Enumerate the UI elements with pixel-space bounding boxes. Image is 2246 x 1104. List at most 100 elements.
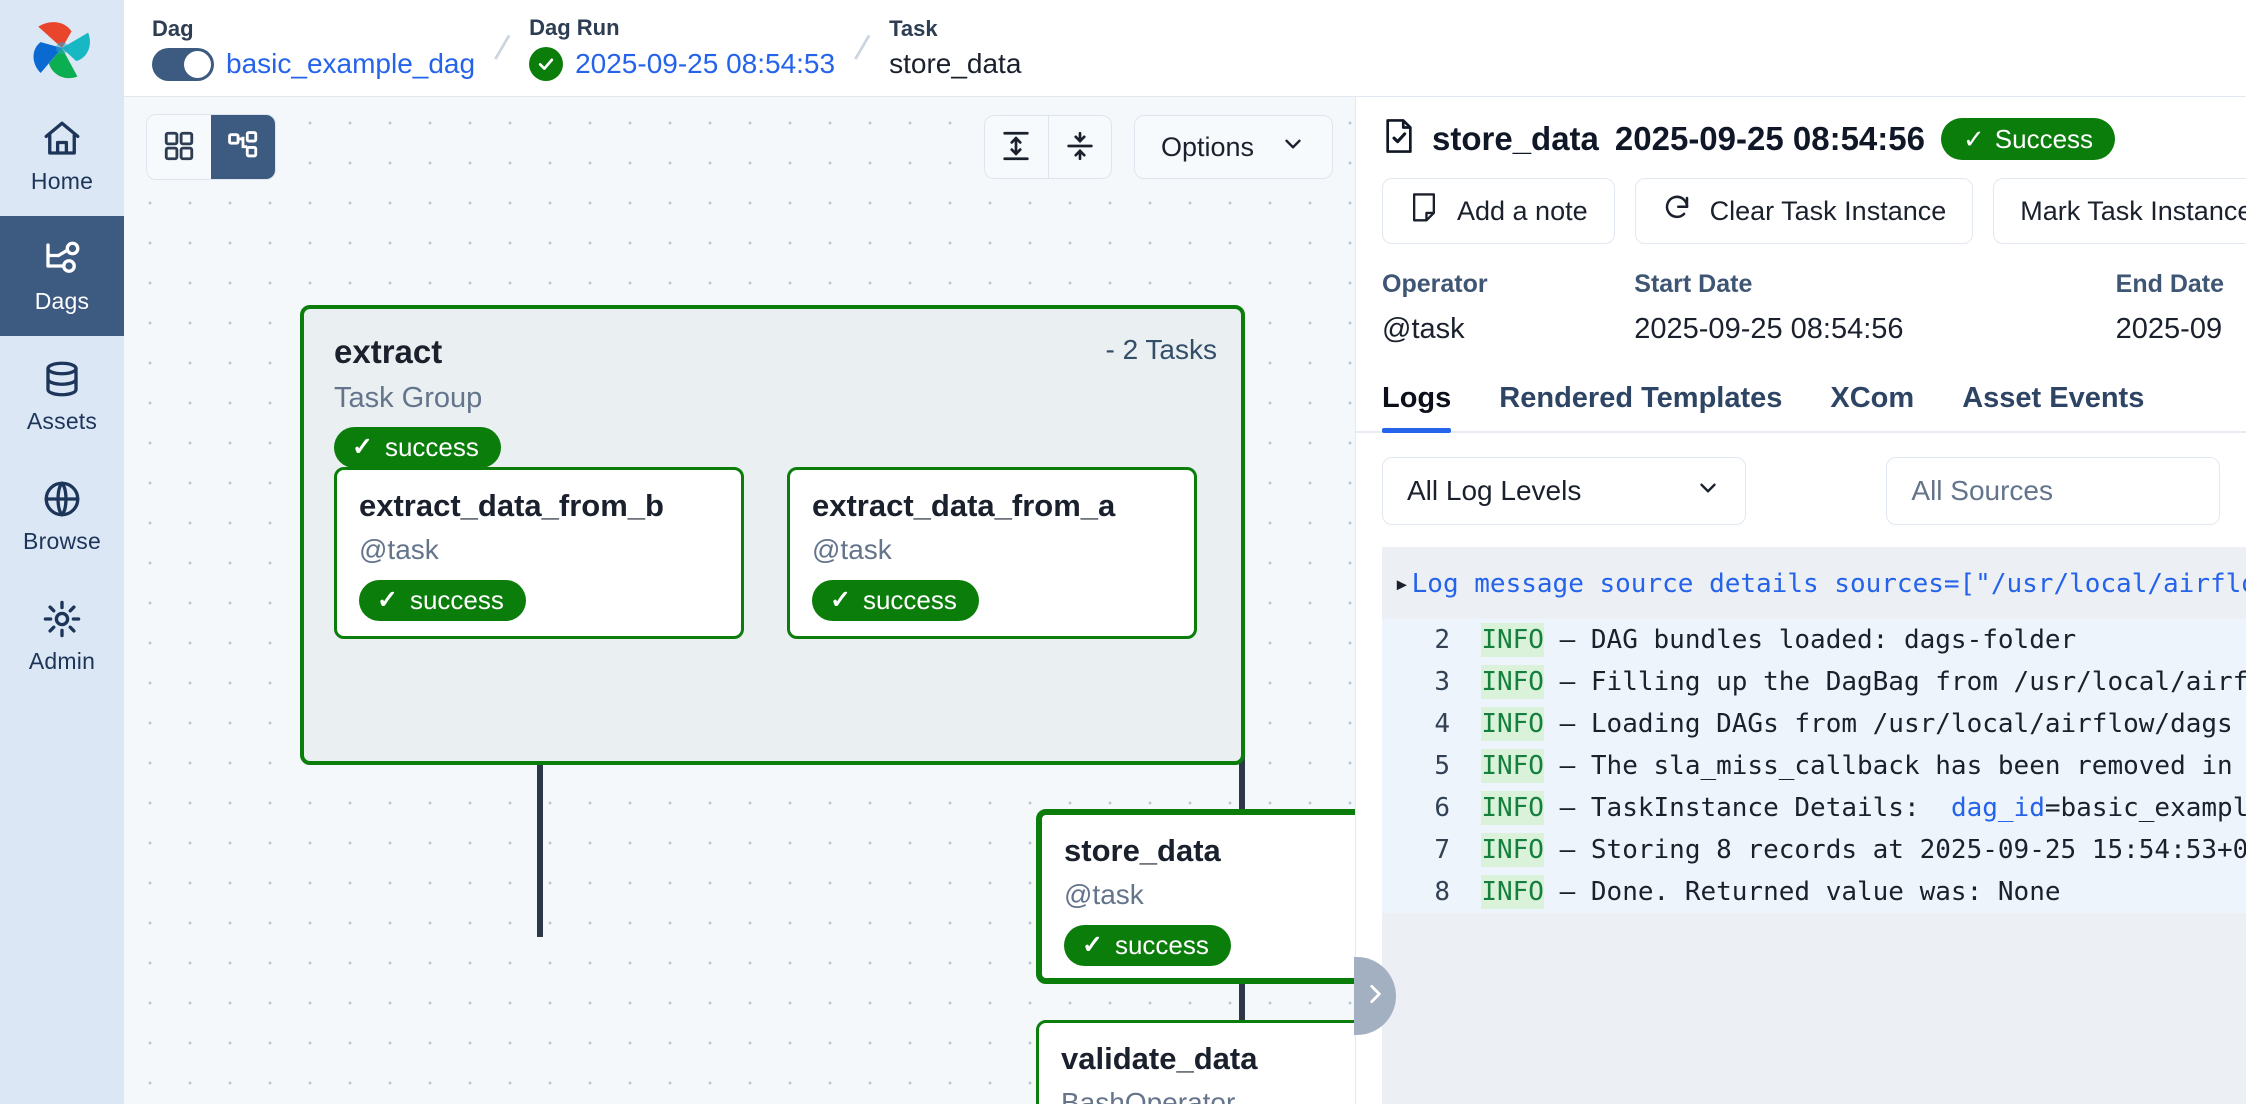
- log-level-tag: INFO: [1481, 791, 1544, 825]
- gear-icon: [41, 598, 83, 640]
- node-title: validate_data: [1061, 1041, 1258, 1076]
- log-level-tag: INFO: [1481, 833, 1544, 867]
- home-icon: [41, 118, 83, 160]
- node-operator: @task: [359, 534, 439, 565]
- expand-spacing-button[interactable]: [983, 115, 1048, 179]
- options-button[interactable]: Options: [1133, 115, 1333, 179]
- log-row: 6 INFO – TaskInstance Details: dag_id=ba…: [1382, 787, 2246, 829]
- log-message: – Done. Returned value was: None: [1543, 877, 2061, 907]
- dag-pause-toggle[interactable]: [152, 47, 214, 81]
- check-icon: ✓: [377, 585, 398, 614]
- sidebar-item-label: Assets: [26, 407, 98, 434]
- log-message-2: =basic_example_dag: [2044, 793, 2246, 823]
- expand-caret-icon[interactable]: ▸: [1394, 569, 1410, 599]
- node-operator: BashOperator: [1061, 1087, 1236, 1104]
- log-source-select[interactable]: All Sources: [1886, 457, 2220, 525]
- breadcrumb-task-label: Task: [889, 16, 938, 41]
- task-doc-icon: [1382, 117, 1416, 160]
- check-icon: ✓: [1962, 123, 1985, 154]
- log-level-tag: INFO: [1481, 665, 1544, 699]
- log-row: 4 INFO – Loading DAGs from /usr/local/ai…: [1382, 703, 2246, 745]
- node-status-badge: ✓ success: [359, 580, 526, 621]
- graph-node-validate_data[interactable]: validate_data BashOperator ✓ success: [1036, 1020, 1355, 1104]
- clear-task-instance-button[interactable]: Clear Task Instance: [1634, 178, 1974, 244]
- log-level-select[interactable]: All Log Levels: [1382, 457, 1747, 525]
- sidebar-item-home[interactable]: Home: [0, 96, 124, 216]
- log-line-number: 3: [1434, 667, 1450, 697]
- log-message: – DAG bundles loaded: dags-folder: [1543, 625, 2077, 655]
- mark-task-instance-label: Mark Task Instance: [2020, 195, 2246, 226]
- log-output[interactable]: ▸Log message source details sources=["/u…: [1382, 547, 2246, 1104]
- edge-store-to-validate: [1239, 967, 1245, 1027]
- view-toggle-group: [146, 114, 276, 180]
- breadcrumb-dag-link[interactable]: basic_example_dag: [226, 48, 476, 79]
- tab-asset-events[interactable]: Asset Events: [1962, 382, 2145, 414]
- log-source-line[interactable]: ▸Log message source details sources=["/u…: [1382, 563, 2246, 605]
- log-level-tag: INFO: [1481, 623, 1544, 657]
- breadcrumb-task: Task store_data: [889, 16, 1021, 80]
- breadcrumb-dagrun-link[interactable]: 2025-09-25 08:54:53: [575, 48, 836, 79]
- log-level-value: All Log Levels: [1407, 475, 1582, 506]
- grid-view-icon: [162, 129, 196, 166]
- breadcrumb-dag: Dag basic_example_dag: [152, 16, 475, 81]
- graph-view-button[interactable]: [211, 115, 275, 179]
- breadcrumb-dagrun: Dag Run 2025-09-25 08:54:53: [529, 15, 835, 81]
- task-group-type: Task Group: [334, 382, 483, 414]
- node-title: store_data: [1064, 833, 1221, 868]
- meta-label: Start Date: [1634, 270, 1753, 298]
- tab-xcom[interactable]: XCom: [1830, 382, 1915, 414]
- check-icon: ✓: [1082, 930, 1103, 959]
- collapse-spacing-icon: [1063, 129, 1097, 166]
- check-icon: ✓: [352, 432, 373, 461]
- log-filter-controls: All Log Levels All Sources: [1356, 433, 2246, 525]
- log-line-number: 6: [1434, 793, 1450, 823]
- log-message: – TaskInstance Details:: [1543, 793, 1951, 823]
- graph-canvas: extract Task Group - 2 Tasks ✓ success e…: [124, 97, 1355, 1104]
- node-status-label: success: [862, 585, 957, 615]
- status-badge: ✓ Success: [1940, 117, 2116, 160]
- chevron-down-icon: [1280, 131, 1306, 164]
- tab-logs[interactable]: Logs: [1382, 382, 1452, 433]
- chevron-down-icon: [1695, 475, 1721, 508]
- vertical-spacing-icon: [999, 129, 1033, 166]
- clear-task-instance-label: Clear Task Instance: [1709, 195, 1947, 226]
- chevron-right-icon: [1362, 981, 1388, 1012]
- grid-view-button[interactable]: [147, 115, 211, 179]
- add-note-button[interactable]: Add a note: [1382, 178, 1615, 244]
- meta-label: Operator: [1382, 270, 1488, 298]
- graph-node-extract_data_from_b[interactable]: extract_data_from_b @task ✓ success: [334, 467, 744, 639]
- log-row: 3 INFO – Filling up the DagBag from /usr…: [1382, 661, 2246, 703]
- meta-end-date: End Date 2025-09: [2116, 270, 2224, 346]
- task-detail-pane: store_data 2025-09-25 08:54:56 ✓ Success: [1354, 96, 2246, 1104]
- tab-rendered-templates[interactable]: Rendered Templates: [1499, 382, 1783, 414]
- compact-spacing-button[interactable]: [1047, 115, 1112, 179]
- graph-node-store_data[interactable]: store_data @task ✓ success: [1036, 809, 1355, 984]
- sidebar-item-browse[interactable]: Browse: [0, 456, 124, 576]
- dag-graph-pane[interactable]: Options: [124, 96, 1355, 1104]
- breadcrumb-task-value: store_data: [889, 48, 1022, 79]
- status-badge-label: Success: [1994, 123, 2094, 154]
- log-row: 8 INFO – Done. Returned value was: None: [1382, 871, 2246, 913]
- mark-task-instance-button[interactable]: Mark Task Instance: [1993, 178, 2246, 244]
- graph-node-extract_data_from_a[interactable]: extract_data_from_a @task ✓ success: [787, 467, 1197, 639]
- log-level-tag: INFO: [1481, 749, 1544, 783]
- log-source-placeholder: All Sources: [1911, 475, 2054, 506]
- sidebar-item-label: Browse: [23, 527, 101, 554]
- task-group-count[interactable]: - 2 Tasks: [1105, 334, 1217, 365]
- sidebar-item-admin[interactable]: Admin: [0, 576, 124, 696]
- task-action-row: Add a note Clear Task Instance Mark: [1382, 178, 2246, 244]
- log-keyword: dag_id: [1950, 793, 2045, 823]
- edge-junction-down: [537, 687, 543, 937]
- log-line-number: 4: [1434, 709, 1450, 739]
- airflow-pinwheel-logo[interactable]: [0, 0, 124, 96]
- add-note-label: Add a note: [1457, 195, 1588, 226]
- log-line-number: 8: [1434, 877, 1450, 907]
- log-message: – Loading DAGs from /usr/local/airflow/d…: [1543, 709, 2233, 739]
- sidebar-item-dags[interactable]: Dags: [0, 216, 124, 336]
- node-title: extract_data_from_b: [359, 488, 664, 523]
- detail-tabs: Logs Rendered Templates XCom Asset Event…: [1356, 382, 2246, 433]
- edge-store-vert: [1239, 734, 1245, 812]
- node-status-label: success: [1114, 930, 1209, 960]
- log-source-text: Log message source details sources=["/us…: [1411, 569, 2246, 599]
- sidebar-item-assets[interactable]: Assets: [0, 336, 124, 456]
